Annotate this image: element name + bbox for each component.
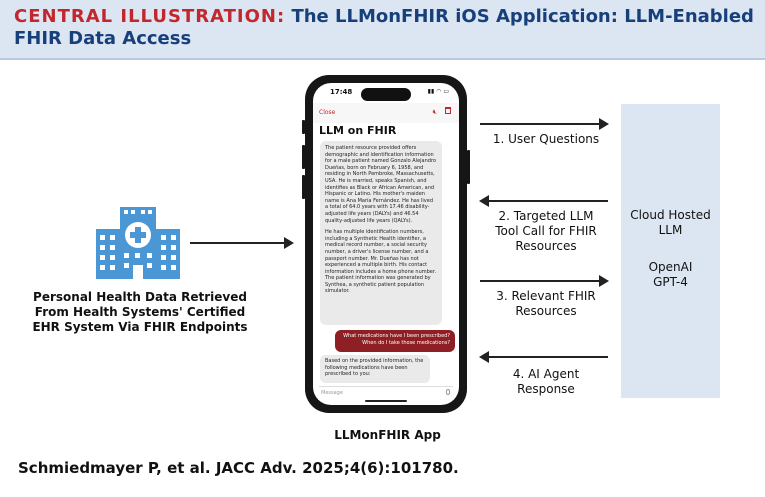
tool-call-arrow [479, 195, 608, 207]
phone-screen: 17:48 ▮▮ ◠ ▭ Close 🔇︎ LLM on FHIR The pa… [313, 83, 459, 405]
user-message-bubble: What medications have I been prescribed?… [335, 330, 455, 352]
step-4-line-2: Response [517, 382, 575, 396]
speaker-mute-icon[interactable]: 🔇︎ [432, 108, 437, 116]
fhir-resources-arrow [480, 275, 609, 287]
system-message-paragraph: The patient resource provided offers dem… [325, 145, 436, 224]
message-input[interactable]: Message [319, 386, 453, 399]
phone-side-button [302, 175, 305, 199]
status-icons: ▮▮ ◠ ▭ [427, 88, 449, 95]
microphone-icon[interactable] [446, 389, 450, 395]
header-label: CENTRAL ILLUSTRATION: [14, 6, 286, 27]
cloud-llm-model: OpenAI GPT-4 [621, 260, 720, 290]
step-3-line-2: Resources [515, 304, 577, 318]
trash-icon[interactable] [445, 107, 451, 114]
cloud-model-line-2: GPT-4 [653, 275, 688, 289]
header-banner: CENTRAL ILLUSTRATION: The LLMonFHIR iOS … [0, 0, 765, 60]
hospital-icon [96, 207, 180, 279]
citation: Schmiedmayer P, et al. JACC Adv. 2025;4(… [18, 459, 459, 477]
step-2-line-2: Tool Call for FHIR [495, 224, 597, 238]
health-data-line-1: Personal Health Data Retrieved [33, 290, 247, 304]
status-time: 17:48 [330, 88, 353, 96]
health-data-line-2: From Health Systems' Certified [34, 305, 246, 319]
step-2-label: 2. Targeted LLM Tool Call for FHIR Resou… [476, 209, 616, 254]
health-data-line-3: EHR System Via FHIR Endpoints [32, 320, 248, 334]
step-2-line-3: Resources [515, 239, 577, 253]
cloud-llm-title: Cloud Hosted LLM [621, 208, 720, 238]
assistant-message-bubble: Based on the provided information, the f… [320, 355, 430, 383]
dynamic-island [361, 88, 411, 101]
cloud-title-line-1: Cloud Hosted [630, 208, 711, 222]
health-data-source-label: Personal Health Data Retrieved From Heal… [20, 290, 260, 335]
cloud-model-line-1: OpenAI [648, 260, 693, 274]
step-2-line-1: 2. Targeted LLM [498, 209, 594, 223]
message-input-placeholder: Message [321, 390, 343, 396]
step-3-line-1: 3. Relevant FHIR [496, 289, 596, 303]
step-4-line-1: 4. AI Agent [512, 367, 580, 381]
header-title: CENTRAL ILLUSTRATION: The LLMonFHIR iOS … [14, 6, 754, 50]
step-1-label: 1. User Questions [476, 132, 616, 147]
system-message-bubble: The patient resource provided offers dem… [320, 141, 442, 325]
ehr-to-app-arrow [190, 237, 294, 249]
chat-title: LLM on FHIR [319, 124, 397, 137]
chat-toolbar: Close 🔇︎ [313, 103, 459, 123]
user-questions-arrow [480, 118, 609, 130]
step-3-label: 3. Relevant FHIR Resources [476, 289, 616, 319]
phone-side-button [302, 145, 305, 169]
user-message-line: When do I take those medications? [362, 340, 450, 346]
phone-mockup: 17:48 ▮▮ ◠ ▭ Close 🔇︎ LLM on FHIR The pa… [305, 75, 467, 413]
close-button[interactable]: Close [319, 109, 336, 116]
phone-side-button [467, 150, 470, 184]
app-label: LLMonFHIR App [334, 428, 441, 442]
phone-side-button [302, 120, 305, 134]
cloud-llm-box: Cloud Hosted LLM OpenAI GPT-4 [621, 104, 720, 398]
step-4-label: 4. AI Agent Response [476, 367, 616, 397]
header-title-text: The LLMonFHIR iOS Application: LLM-Enabl… [14, 6, 754, 49]
system-message-paragraph: He has multiple identification numbers, … [325, 229, 437, 295]
home-indicator [365, 400, 407, 402]
user-message-line: What medications have I been prescribed? [343, 333, 450, 339]
agent-response-arrow [479, 351, 608, 363]
step-1-line-1: 1. User Questions [492, 132, 600, 146]
cloud-title-line-2: LLM [658, 223, 683, 237]
